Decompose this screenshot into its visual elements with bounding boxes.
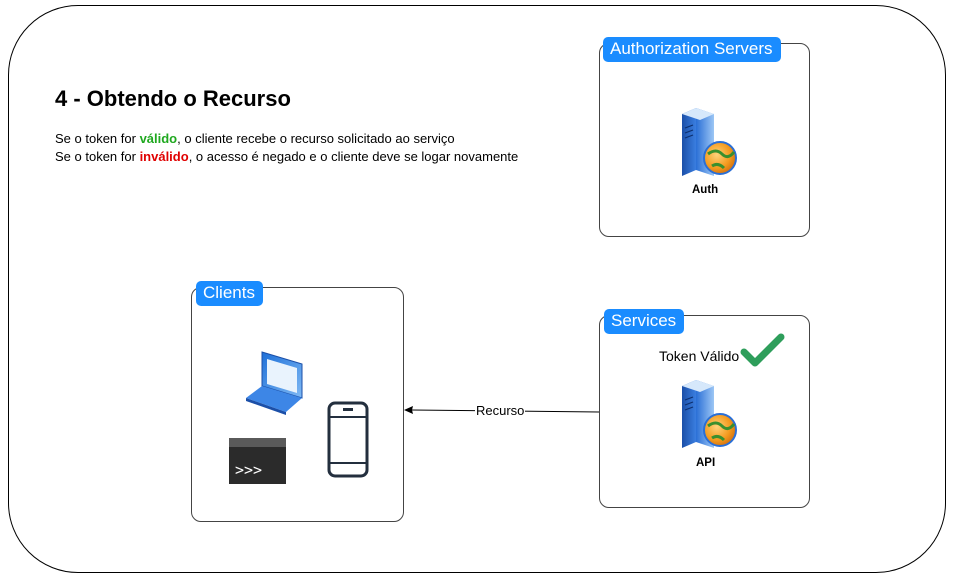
check-icon <box>740 333 785 367</box>
recurso-edge-label: Recurso <box>475 403 526 418</box>
svg-text:>>>: >>> <box>235 461 262 479</box>
description-line-invalid: Se o token for inválido, o acesso é nega… <box>55 149 519 164</box>
web-server-icon <box>682 108 737 176</box>
valid-highlight: válido <box>139 131 178 146</box>
clients-group[interactable] <box>191 287 404 522</box>
token-valid-label: Token Válido <box>659 348 740 364</box>
clients-tag: Clients <box>196 281 263 306</box>
terminal-icon: >>> <box>229 438 286 484</box>
invalid-highlight: inválido <box>139 149 189 164</box>
smartphone-icon <box>327 401 369 478</box>
laptop-icon <box>246 351 303 415</box>
description: Se o token for válido, o cliente recebe … <box>55 130 518 166</box>
api-node-label: API <box>696 457 716 469</box>
api-server-icon <box>682 380 737 448</box>
services-tag: Services <box>604 309 685 334</box>
auth-node-label: Auth <box>692 184 719 196</box>
diagram-frame <box>8 5 946 573</box>
page-title: 4 - Obtendo o Recurso <box>55 86 291 111</box>
authorization-servers-tag: Authorization Servers <box>603 37 781 62</box>
services-group[interactable] <box>599 315 810 508</box>
description-line-valid: Se o token for válido, o cliente recebe … <box>55 131 455 146</box>
